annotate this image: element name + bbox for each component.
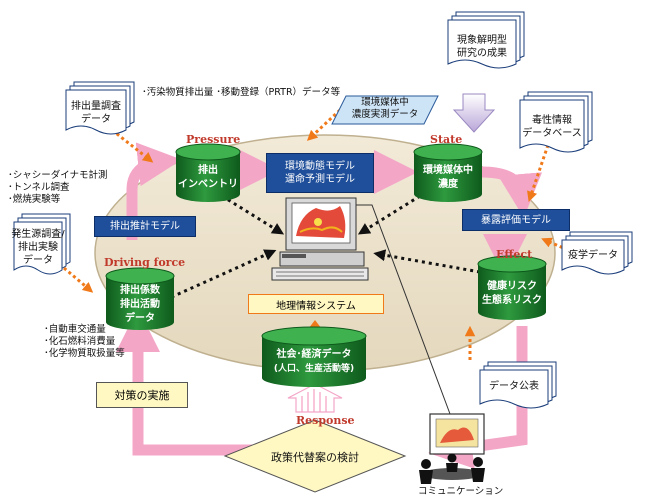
- gis-arrows: [164, 194, 481, 302]
- doc-line: 排出実験: [18, 242, 58, 253]
- health-risk-label: 健康リスク 生態系リスク: [478, 280, 546, 308]
- doc-line: データ: [23, 255, 53, 266]
- prtr-note: ･汚染物質排出量 ･移動登録（PRTR）データ等: [142, 87, 341, 98]
- document-shapes: [13, 11, 633, 409]
- communication-illustration: [419, 413, 485, 484]
- doc-line: 環境媒体中: [361, 97, 409, 108]
- socio-economic-label: 社会･経済データ (人口、生産活動等): [262, 348, 366, 376]
- doc-line: 濃度実測データ: [351, 109, 419, 120]
- doc-line: 発生源調査/: [11, 229, 65, 240]
- box-line: 環境動態モデル: [285, 161, 355, 172]
- cyl-line: データ: [125, 313, 155, 324]
- activity-item: ･自動車交通量: [44, 324, 106, 335]
- gis-label: 地理情報システム: [248, 294, 384, 314]
- source-survey-doc: 発生源調査/ 排出実験 データ: [10, 228, 66, 267]
- environment-concentration-label: 環境媒体中 濃度: [414, 164, 482, 192]
- policy-review-label: 政策代替案の検討: [271, 451, 359, 464]
- cyl-line: 健康リスク: [487, 281, 537, 292]
- measurement-data-label: 環境媒体中 濃度実測データ: [334, 97, 436, 121]
- doc-line: データベース: [522, 128, 582, 139]
- stage-effect: Effect: [496, 248, 533, 261]
- cyl-line: 排出係数: [120, 285, 160, 296]
- exposure-model-box: 暴露評価モデル: [462, 209, 570, 231]
- stage-response: Response: [296, 414, 355, 427]
- communication-label: コミュニケーション: [418, 486, 504, 497]
- doc-line: 排出量調査: [71, 101, 121, 112]
- cyl-line: 生態系リスク: [482, 295, 542, 306]
- data-publication-doc: データ公表: [480, 380, 548, 393]
- emission-activity-label: 排出係数 排出活動 データ: [106, 284, 174, 326]
- epidemiology-doc: 疫学データ: [562, 249, 624, 262]
- emission-estimation-model-box: 排出推計モデル: [94, 216, 196, 237]
- chassis-item: ･シャシーダイナモ計測: [8, 170, 108, 181]
- activity-item: ･化学物質取扱量等: [44, 348, 125, 359]
- chassis-item: ･燃焼実験等: [8, 194, 61, 205]
- cyl-line: 環境媒体中: [423, 165, 473, 176]
- doc-line: 研究の成果: [457, 48, 507, 59]
- cyl-line: インベントリ: [178, 179, 238, 190]
- emission-inventory-label: 排出 インベントリ: [176, 164, 240, 192]
- stage-state: State: [430, 133, 463, 146]
- doc-line: データ公表: [489, 381, 539, 392]
- doc-line: データ: [81, 114, 111, 125]
- toxicity-db-doc: 毒性情報 データベース: [520, 114, 584, 140]
- stage-driving-force: Driving force: [104, 256, 186, 269]
- doc-line: 現象解明型: [457, 35, 507, 46]
- doc-line: 毒性情報: [532, 115, 572, 126]
- doc-line: 疫学データ: [568, 250, 618, 261]
- cyl-line: 濃度: [438, 179, 458, 190]
- activity-item: ･化石燃料消費量: [44, 336, 116, 347]
- box-line: 運命予測モデル: [285, 174, 355, 185]
- chassis-item: ･トンネル調査: [8, 182, 70, 193]
- connector-lines: [350, 204, 457, 431]
- countermeasure-box: 対策の実施: [96, 382, 188, 408]
- data-input-arrows: [63, 108, 569, 360]
- gis-computer-illustration: [271, 197, 369, 281]
- policy-diamond: [223, 419, 407, 493]
- cyl-line: 排出活動: [120, 299, 160, 310]
- cylinder-shapes: [105, 143, 547, 387]
- cyl-line: (人口、生産活動等): [273, 364, 355, 374]
- activity-list: ･自動車交通量 ･化石燃料消費量 ･化学物質取扱量等: [44, 324, 125, 360]
- emission-survey-doc: 排出量調査 データ: [66, 100, 126, 126]
- stage-pressure: Pressure: [186, 133, 241, 146]
- chassis-list: ･シャシーダイナモ計測 ･トンネル調査 ･燃焼実験等: [8, 170, 108, 206]
- cyl-line: 社会･経済データ: [276, 349, 352, 360]
- fate-model-box: 環境動態モデル 運命予測モデル: [266, 153, 374, 193]
- research-results-doc: 現象解明型 研究の成果: [448, 34, 516, 60]
- research-arrow: [452, 93, 496, 133]
- response-arrow: [287, 383, 343, 413]
- cyl-line: 排出: [198, 165, 218, 176]
- measurement-parallelogram: [331, 95, 439, 125]
